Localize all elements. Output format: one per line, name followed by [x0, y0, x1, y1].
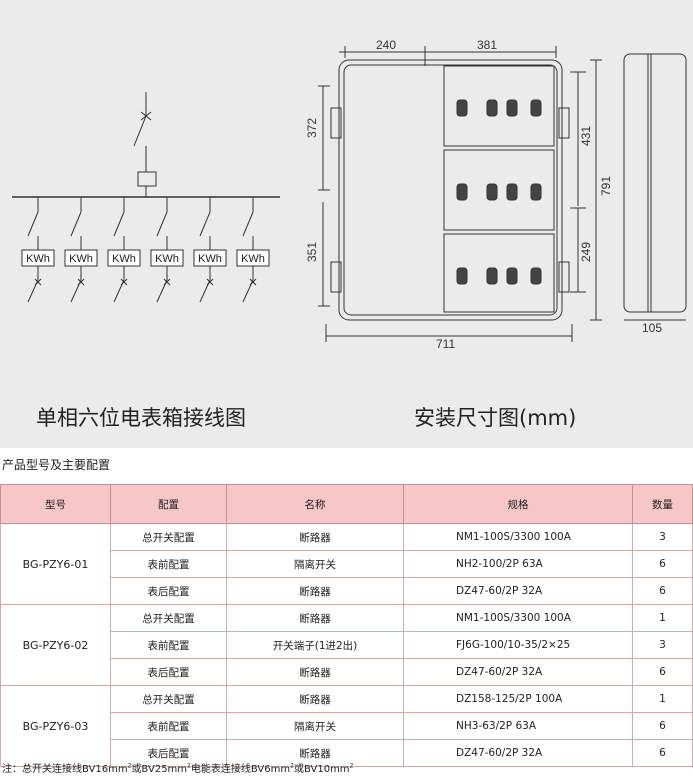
config-cell: 表前配置 — [110, 550, 227, 578]
qty-cell: 1 — [632, 685, 693, 713]
wiring-caption: 单相六位电表箱接线图 — [36, 406, 246, 430]
size-caption: 安装尺寸图(mm) — [414, 406, 577, 430]
model-cell: BG-PZY6-02 — [0, 604, 111, 686]
meter-hole — [486, 267, 498, 285]
name-cell: 断路器 — [226, 739, 404, 767]
header-spec: 规格 — [403, 484, 633, 524]
config-cell: 总开关配置 — [110, 685, 227, 713]
config-cell: 表后配置 — [110, 577, 227, 605]
footnote: 注：总开关连接线BV16mm2或BV25mm2电能表连接线BV6mm2或BV10… — [2, 762, 354, 775]
name-cell: 隔离开关 — [226, 550, 404, 578]
diagram-svg: KWh KWh KWh KWh KWh KWh — [12, 38, 687, 351]
size-drawing — [318, 46, 687, 342]
model-cell: BG-PZY6-03 — [0, 685, 111, 767]
meter-box — [150, 249, 184, 267]
meter-box — [193, 249, 227, 267]
spec-cell: NH2-100/2P 63A — [403, 550, 633, 578]
meter-hole — [530, 267, 542, 285]
meter-hole — [530, 99, 542, 117]
header-model: 型号 — [0, 484, 111, 524]
header-config: 配置 — [110, 484, 227, 524]
qty-cell: 3 — [632, 631, 693, 659]
qty-cell: 6 — [632, 550, 693, 578]
meter-box — [64, 249, 98, 267]
meter-hole — [486, 183, 498, 201]
meter-label: KWh — [198, 253, 222, 265]
dim-351: 351 — [305, 242, 319, 262]
dim-711: 711 — [436, 337, 455, 351]
name-cell: 隔离开关 — [226, 712, 404, 740]
name-cell: 断路器 — [226, 577, 404, 605]
meter-hole — [506, 99, 518, 117]
spec-cell: FJ6G-100/10-35/2×25 — [403, 631, 633, 659]
name-cell: 断路器 — [226, 523, 404, 551]
meter-box — [21, 249, 55, 267]
wiring-diagram — [12, 92, 280, 303]
meter-label: KWh — [69, 253, 93, 265]
table-header-row: 型号 配置 名称 规格 数量 — [0, 484, 693, 524]
dim-791: 791 — [599, 176, 613, 196]
config-cell: 表后配置 — [110, 658, 227, 686]
meter-hole — [456, 183, 468, 201]
spec-cell: NH3-63/2P 63A — [403, 712, 633, 740]
qty-cell: 6 — [632, 658, 693, 686]
meter-hole — [456, 267, 468, 285]
meter-label: KWh — [112, 253, 136, 265]
main-breaker-box — [137, 171, 157, 187]
name-cell: 开关端子(1进2出) — [226, 631, 404, 659]
config-cell: 总开关配置 — [110, 523, 227, 551]
meter-label: KWh — [155, 253, 179, 265]
name-cell: 断路器 — [226, 658, 404, 686]
qty-cell: 6 — [632, 739, 693, 767]
spec-cell: DZ47-60/2P 32A — [403, 577, 633, 605]
config-cell: 表前配置 — [110, 712, 227, 740]
dimension-labels: 240 381 372 351 431 249 791 711 105 — [305, 38, 662, 351]
qty-cell: 6 — [632, 712, 693, 740]
config-cell: 总开关配置 — [110, 604, 227, 632]
qty-cell: 3 — [632, 523, 693, 551]
figure-panel: KWh KWh KWh KWh KWh KWh — [0, 0, 693, 448]
config-cell: 表后配置 — [110, 739, 227, 767]
dim-381: 381 — [477, 38, 497, 52]
spec-cell: NM1-100S/3300 100A — [403, 604, 633, 632]
meter-label: KWh — [241, 253, 265, 265]
dim-431: 431 — [579, 126, 593, 146]
meter-hole — [456, 99, 468, 117]
model-cell: BG-PZY6-01 — [0, 523, 111, 605]
section-title: 产品型号及主要配置 — [2, 458, 111, 472]
dim-372: 372 — [305, 118, 319, 138]
dim-240: 240 — [376, 38, 396, 52]
meter-label: KWh — [26, 253, 50, 265]
meter-hole — [506, 183, 518, 201]
name-cell: 断路器 — [226, 604, 404, 632]
config-cell: 表前配置 — [110, 631, 227, 659]
qty-cell: 6 — [632, 577, 693, 605]
meter-hole — [506, 267, 518, 285]
spec-cell: DZ158-125/2P 100A — [403, 685, 633, 713]
header-name: 名称 — [226, 484, 404, 524]
meter-box — [107, 249, 141, 267]
meter-hole — [530, 183, 542, 201]
spec-cell: NM1-100S/3300 100A — [403, 523, 633, 551]
dim-105: 105 — [642, 321, 662, 335]
header-qty: 数量 — [632, 484, 693, 524]
name-cell: 断路器 — [226, 685, 404, 713]
meter-box — [236, 249, 270, 267]
meter-hole — [486, 99, 498, 117]
qty-cell: 1 — [632, 604, 693, 632]
spec-cell: DZ47-60/2P 32A — [403, 658, 633, 686]
spec-cell: DZ47-60/2P 32A — [403, 739, 633, 767]
dim-249: 249 — [579, 242, 593, 262]
